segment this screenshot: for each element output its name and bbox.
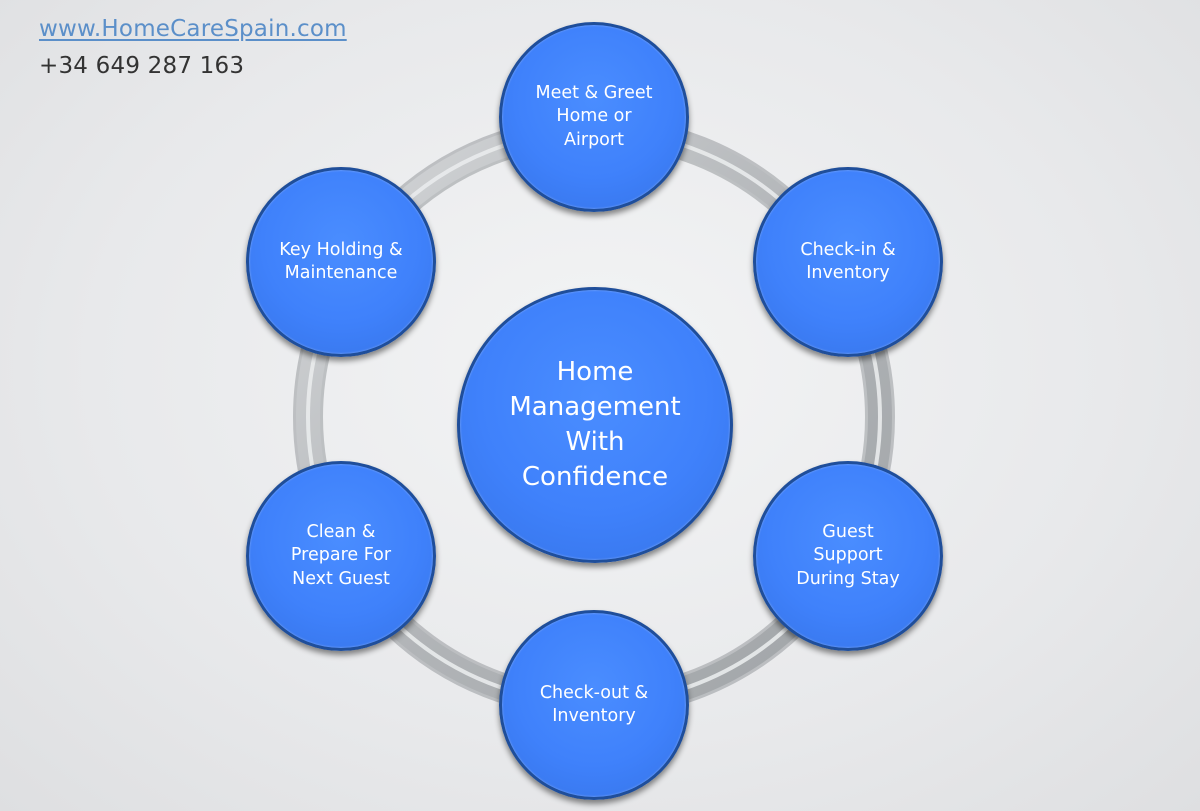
node-meet-greet: Meet & Greet Home or Airport (499, 22, 689, 212)
node-guest-support: Guest Support During Stay (753, 461, 943, 651)
header: www.HomeCareSpain.com +34 649 287 163 (39, 14, 347, 82)
website-link[interactable]: www.HomeCareSpain.com (39, 16, 347, 42)
center-label: Home Management With Confidence (509, 357, 681, 492)
node-check-in: Check-in & Inventory (753, 167, 943, 357)
node-clean-prepare: Clean & Prepare For Next Guest (246, 461, 436, 651)
node-label: Clean & Prepare For Next Guest (290, 521, 392, 589)
node-check-out: Check-out & Inventory (499, 610, 689, 800)
phone-number: +34 649 287 163 (39, 53, 245, 79)
node-label: Key Holding & Maintenance (279, 239, 403, 284)
node-label: Check-out & Inventory (539, 682, 649, 727)
node-label: Meet & Greet Home or Airport (535, 82, 653, 150)
node-label: Check-in & Inventory (800, 239, 896, 284)
node-label: Guest Support During Stay (796, 521, 900, 589)
center-circle: Home Management With Confidence (457, 287, 733, 563)
node-key-holding: Key Holding & Maintenance (246, 167, 436, 357)
